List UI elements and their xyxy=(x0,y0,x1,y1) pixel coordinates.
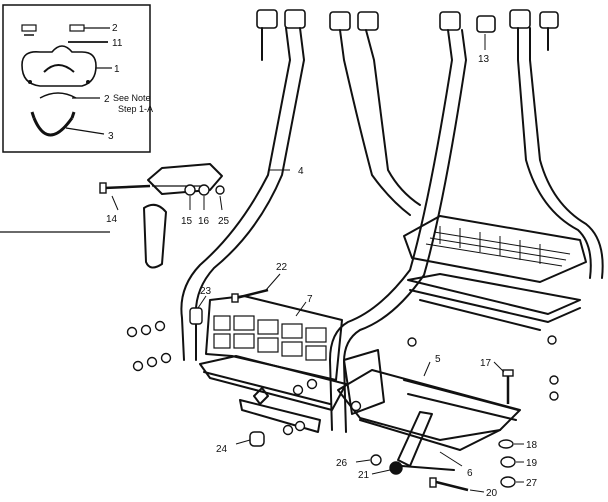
bolt-20 xyxy=(435,480,469,492)
inset-note-line2: Step 1-A xyxy=(118,104,153,114)
callout-11: 11 xyxy=(112,38,123,49)
callout-16: 16 xyxy=(198,216,210,227)
washer-15 xyxy=(184,184,196,196)
hanger-frame xyxy=(180,27,604,433)
nut-27 xyxy=(500,476,516,488)
callout-14: 14 xyxy=(106,214,118,225)
right-hardware xyxy=(498,335,559,488)
callout-2-note: 2 xyxy=(104,94,110,105)
callout-21: 21 xyxy=(358,470,370,481)
callout-18: 18 xyxy=(526,440,538,451)
inset-part-small xyxy=(21,24,37,32)
cap-24 xyxy=(249,431,265,447)
inset-part-12 xyxy=(69,24,85,32)
nut-21 xyxy=(389,461,403,475)
rear-seat xyxy=(403,215,587,331)
callout-23: 23 xyxy=(200,286,212,297)
callout-2: 2 xyxy=(112,23,118,34)
callout-22: 22 xyxy=(276,262,288,273)
inset-detail: 2 11 1 2 See Note Step 1-A 3 xyxy=(2,4,153,153)
clamp-assembly xyxy=(99,163,225,269)
hanger-caps xyxy=(256,9,559,33)
callout-5: 5 xyxy=(435,354,441,365)
bolt-22 xyxy=(235,288,269,300)
tube-end xyxy=(143,203,167,269)
nut-16 xyxy=(198,184,210,196)
seat-back-7 xyxy=(205,295,343,381)
washer-25 xyxy=(215,185,225,195)
callout-20: 20 xyxy=(486,488,498,499)
callout-27: 27 xyxy=(526,478,538,489)
callout-17: 17 xyxy=(480,358,492,369)
callout-24: 24 xyxy=(216,444,228,455)
bottom-hardware xyxy=(370,454,469,492)
callout-25: 25 xyxy=(218,216,230,227)
bushing-23 xyxy=(189,307,203,325)
callout-3: 3 xyxy=(108,131,114,142)
bolt-14 xyxy=(103,184,151,190)
callout-1: 1 xyxy=(114,64,120,75)
callout-7: 7 xyxy=(307,294,313,305)
callout-13: 13 xyxy=(478,54,490,65)
inset-note-line1: See Note xyxy=(113,93,151,103)
seat-base xyxy=(199,349,521,471)
callout-15: 15 xyxy=(181,216,193,227)
callout-26: 26 xyxy=(336,458,348,469)
washer-26 xyxy=(370,454,382,466)
nut-19 xyxy=(500,456,516,468)
callout-6: 6 xyxy=(467,468,473,479)
washer-18 xyxy=(498,439,514,449)
callout-4: 4 xyxy=(298,166,304,177)
cap-13 xyxy=(476,15,496,33)
callout-19: 19 xyxy=(526,458,538,469)
left-hardware xyxy=(126,320,417,436)
